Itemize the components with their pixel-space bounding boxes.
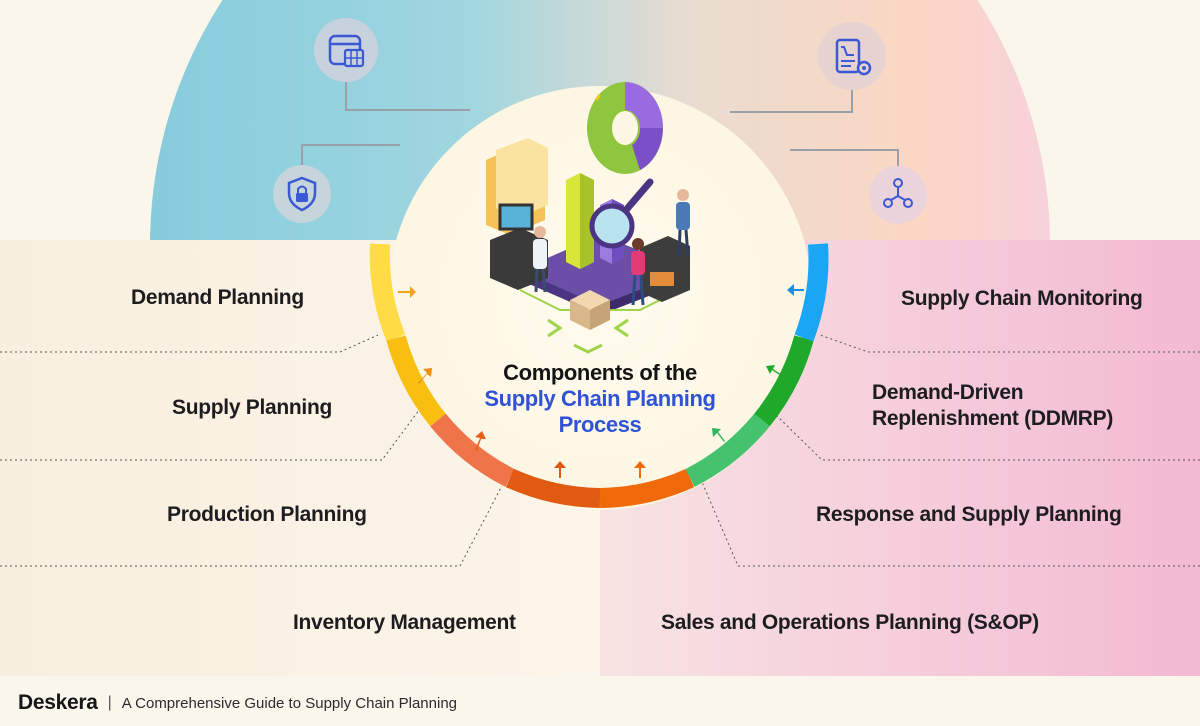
person-left bbox=[533, 226, 547, 293]
arrow-demand-planning bbox=[398, 286, 416, 298]
arrow-ddmrp bbox=[766, 365, 782, 376]
people-network-icon bbox=[869, 166, 927, 224]
arrow-supply-chain-monitoring bbox=[787, 284, 804, 296]
arrow-inventory-management bbox=[554, 461, 566, 478]
ring-segment-orange-dark bbox=[505, 468, 601, 508]
label-ddmrp-line1: Demand-Driven bbox=[872, 381, 1024, 404]
label-demand-planning: Demand Planning bbox=[131, 286, 304, 309]
label-production-planning: Production Planning bbox=[167, 503, 367, 526]
label-supply-chain-monitoring: Supply Chain Monitoring bbox=[901, 287, 1143, 310]
shield-lock-icon bbox=[273, 165, 331, 223]
icon-connectors bbox=[301, 82, 899, 168]
ring-segment-yellow bbox=[386, 335, 446, 427]
left-separators bbox=[0, 334, 506, 567]
label-inventory-management: Inventory Management bbox=[293, 611, 516, 634]
pie-illustration bbox=[587, 82, 663, 174]
footer-tagline: A Comprehensive Guide to Supply Chain Pl… bbox=[121, 694, 458, 712]
diagram-title: Components of the Supply Chain Planning … bbox=[430, 360, 770, 438]
label-supply-planning: Supply Planning bbox=[172, 396, 333, 419]
person-right bbox=[676, 189, 690, 257]
footer: Deskera | A Comprehensive Guide to Suppl… bbox=[18, 690, 457, 716]
label-ddmrp-line2: Replenishment (DDMRP) bbox=[872, 407, 1114, 430]
right-separators bbox=[701, 334, 1200, 567]
cart-document-settings-icon bbox=[818, 22, 886, 90]
ring-segment-blue bbox=[794, 243, 829, 342]
calendar-window-icon bbox=[314, 18, 378, 82]
person-center bbox=[631, 238, 645, 306]
brand-logo: Deskera bbox=[18, 691, 98, 714]
label-response-supply-planning: Response and Supply Planning bbox=[816, 503, 1122, 526]
progress-ring bbox=[369, 243, 829, 508]
label-sales-operations-planning: Sales and Operations Planning (S&OP) bbox=[661, 611, 1039, 634]
ring-segment-coral bbox=[430, 413, 515, 487]
ring-segment-green bbox=[754, 335, 814, 427]
title-line-3: Process bbox=[558, 411, 642, 437]
ring-arrows bbox=[398, 284, 804, 478]
supply-chain-illustration bbox=[486, 82, 691, 354]
footer-separator: | bbox=[107, 694, 112, 711]
ring-segment-orange bbox=[599, 468, 695, 508]
arrow-supply-planning bbox=[418, 368, 432, 384]
arrow-response-supply bbox=[712, 428, 725, 442]
arrow-production-planning bbox=[475, 431, 486, 451]
ring-segment-yellow-light bbox=[369, 243, 406, 342]
title-line-1: Components of the bbox=[503, 360, 697, 385]
title-line-2: Supply Chain Planning bbox=[484, 385, 716, 411]
arrow-sales-operations bbox=[634, 461, 646, 478]
ring-segment-green-light bbox=[685, 413, 770, 487]
